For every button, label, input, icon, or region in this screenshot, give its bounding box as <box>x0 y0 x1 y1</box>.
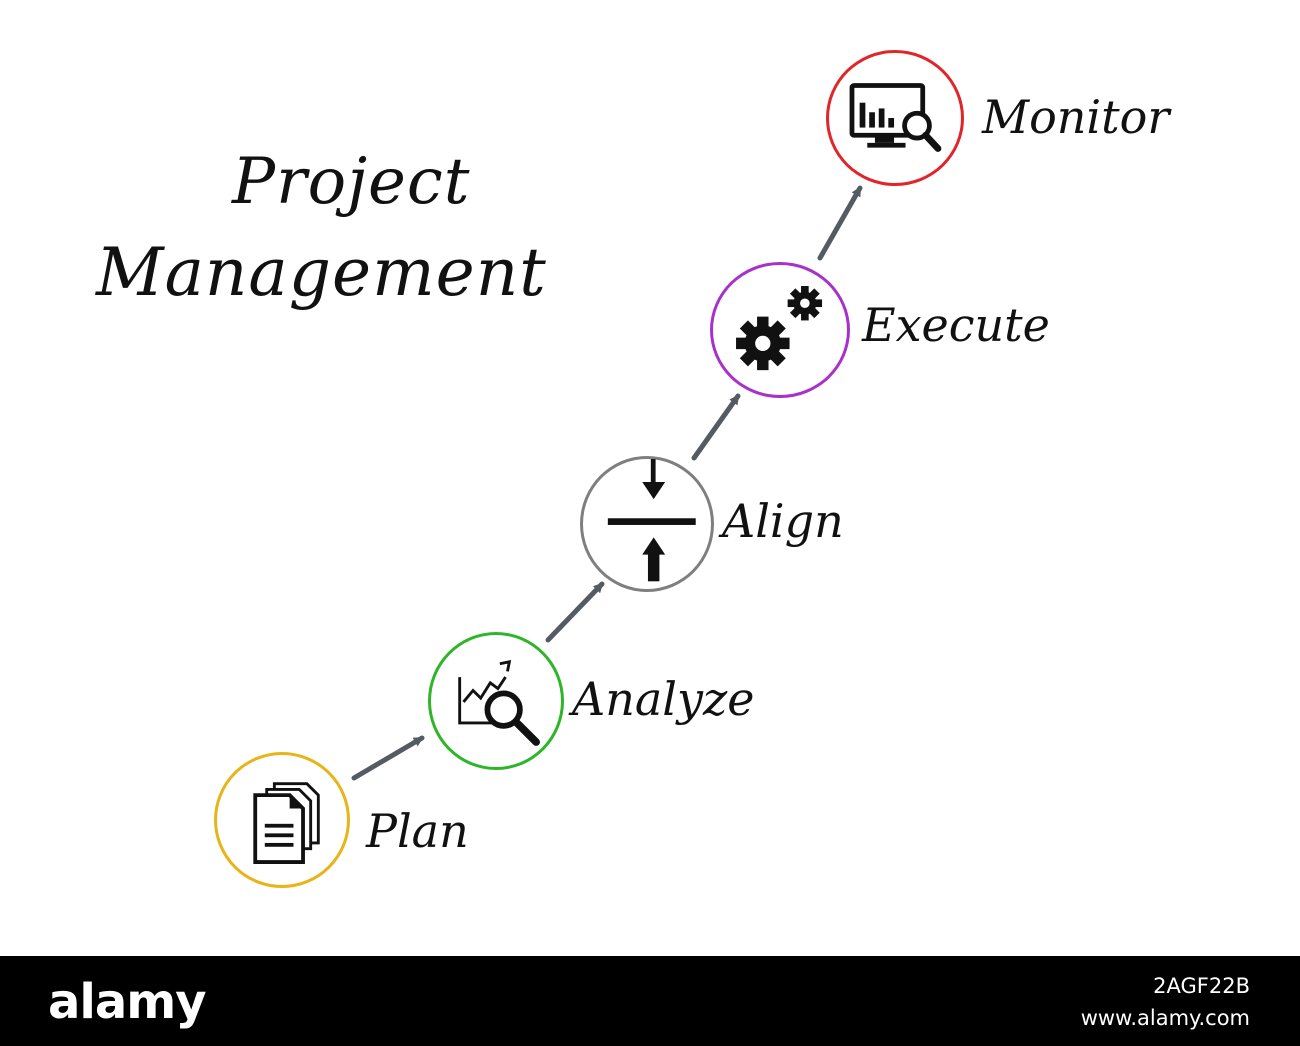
step-monitor-label: Monitor <box>982 90 1170 144</box>
chart-magnifier-icon <box>458 659 540 746</box>
arrow-analyze-to-align <box>545 581 605 643</box>
step-plan-node <box>214 752 350 888</box>
arrow-plan-to-analyze <box>351 735 425 781</box>
step-execute-node <box>710 262 850 398</box>
step-align-label: Align <box>722 494 844 548</box>
arrow-align-to-execute <box>691 393 741 461</box>
step-analyze-label: Analyze <box>572 672 755 726</box>
step-execute-label: Execute <box>862 298 1050 352</box>
footer-image-code: 2AGF22B <box>1153 974 1250 998</box>
gears-icon <box>736 286 823 371</box>
step-analyze-node <box>428 632 564 770</box>
arrow-execute-to-monitor <box>817 185 863 261</box>
documents-icon <box>253 782 320 864</box>
step-plan-label: Plan <box>366 804 469 858</box>
connector-arrows <box>351 185 863 781</box>
align-center-icon <box>607 459 696 582</box>
footer-logo[interactable]: alamy <box>48 974 207 1030</box>
step-monitor-node <box>826 50 964 186</box>
footer-url[interactable]: www.alamy.com <box>1080 1006 1250 1030</box>
diagram-canvas: Project Management Plan Analyze <box>96 50 1170 888</box>
monitor-search-icon <box>849 83 942 152</box>
footer-bar: alamy 2AGF22B www.alamy.com <box>0 956 1300 1046</box>
diagram-title-line1: Project <box>232 145 471 219</box>
diagram-title-line2: Management <box>96 234 547 311</box>
step-align-node <box>580 456 714 592</box>
